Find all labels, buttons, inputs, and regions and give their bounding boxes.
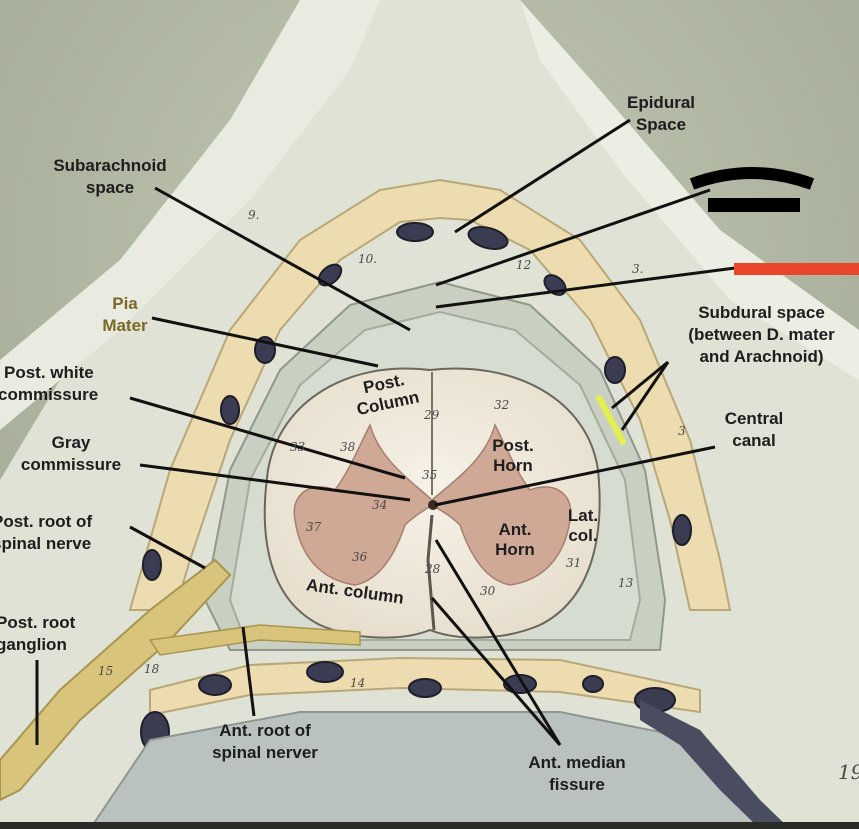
model-number-30: 30 xyxy=(480,584,496,598)
anterior-median-fissure xyxy=(426,514,436,631)
model-number-18: 18 xyxy=(144,662,160,676)
model-number-35: 35 xyxy=(422,468,438,482)
label-ant-horn: Ant.Horn xyxy=(495,520,535,559)
model-number-14: 14 xyxy=(350,676,366,690)
model-number-38: 38 xyxy=(340,440,356,454)
epidural-veins xyxy=(142,222,692,581)
label-post-horn: Post.Horn xyxy=(492,436,534,475)
model-number-12: 12 xyxy=(516,258,532,272)
model-number-34: 34 xyxy=(372,498,388,512)
redaction-arc xyxy=(689,167,815,190)
model-number-32: 32 xyxy=(494,398,510,412)
redaction-red-bar xyxy=(734,263,859,275)
pointer-lines xyxy=(35,118,736,746)
model-number-9: 9. xyxy=(248,208,260,222)
model-number-13: 13 xyxy=(618,576,634,590)
left-spinal-nerve xyxy=(0,558,232,802)
model-number-29: 29 xyxy=(424,408,440,422)
model-number-28: 28 xyxy=(425,562,441,576)
right-lamina-shadow xyxy=(520,0,859,380)
left-lamina-shadow xyxy=(0,0,380,430)
vertebral-body-lower xyxy=(88,711,762,829)
model-number-3b: 3 xyxy=(678,424,686,438)
model-number-19: 19 xyxy=(838,760,859,784)
label-lat-col: Lat.col. xyxy=(567,506,599,545)
model-number-33: 33 xyxy=(290,440,306,454)
model-number-36: 36 xyxy=(352,550,368,564)
redaction-bar xyxy=(708,198,800,212)
model-number-15: 15 xyxy=(98,664,114,678)
lower-right-vessel xyxy=(640,700,790,829)
bottom-frame-bar xyxy=(0,822,859,829)
subdural-highlight xyxy=(595,394,627,446)
model-number-37: 37 xyxy=(306,520,322,534)
central-canal-dot xyxy=(428,500,438,510)
model-number-10: 10. xyxy=(358,252,378,266)
model-number-3a: 3. xyxy=(632,262,644,276)
anterior-root xyxy=(148,624,361,656)
model-number-31: 31 xyxy=(566,556,582,570)
